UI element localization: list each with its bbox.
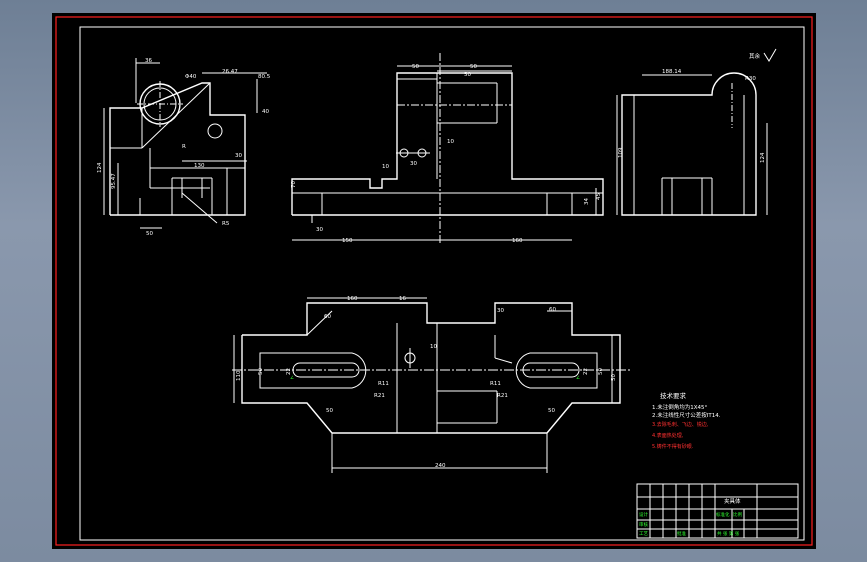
- front-dim-5: 40: [262, 109, 269, 115]
- top-dim-7: 70: [291, 181, 297, 188]
- drawing-canvas: 36 Φ40 26.47 80.5 40 R 30 130 124 95.47 …: [52, 13, 816, 549]
- plan-view: 160 16 60 30 60 10 110 50 22 R11 R21 R11…: [232, 296, 632, 473]
- title-cell-2: 审核: [639, 521, 648, 528]
- plan-green-mark-right: ∠: [576, 375, 580, 381]
- top-dim-10: 160: [512, 238, 523, 244]
- side-dim-3: 109: [618, 147, 624, 158]
- title-cell-3: 工艺: [639, 531, 648, 537]
- front-dim-2: Φ40: [185, 74, 197, 80]
- plan-dim-19: 240: [435, 463, 446, 469]
- front-dim-11: 50: [146, 231, 153, 237]
- plan-dim-11: R21: [374, 393, 385, 399]
- side-dim-2: R30: [745, 76, 756, 82]
- front-dim-9: 124: [97, 162, 103, 173]
- front-dim-12: R5: [222, 221, 230, 227]
- front-dim-6: R: [182, 144, 186, 150]
- top-dim-1: 50: [412, 64, 419, 70]
- front-dim-4: 80.5: [258, 74, 271, 80]
- title-cell-1: 设计: [639, 511, 648, 518]
- top-view: 50 50 50 10 30 10 70 30 150 160 34 45: [291, 53, 604, 244]
- top-dim-11: 34: [584, 198, 590, 205]
- front-view: 36 Φ40 26.47 80.5 40 R 30 130 124 95.47 …: [97, 58, 271, 237]
- plan-dim-12: R11: [490, 381, 501, 387]
- front-dim-7: 30: [235, 153, 242, 159]
- plan-green-mark-left: ∠: [290, 375, 294, 381]
- plan-dim-14: 50: [598, 368, 604, 375]
- front-dim-1: 36: [145, 58, 152, 64]
- notes-line-4: 4.表面热处理,: [652, 432, 684, 439]
- title-scale: 比例: [733, 511, 742, 518]
- top-dim-8: 30: [316, 227, 323, 233]
- notes-line-3: 3.去除毛刺、飞边、锐边,: [652, 421, 709, 428]
- top-dim-5: 30: [410, 161, 417, 167]
- title-cell-4: 批准: [677, 530, 686, 537]
- plan-dim-7: 110: [236, 370, 242, 381]
- front-dim-8: 130: [194, 163, 205, 169]
- plan-dim-2: 16: [399, 296, 406, 302]
- plan-dim-18: 50: [611, 374, 617, 381]
- plan-dim-1: 160: [347, 296, 358, 302]
- notes-line-2: 2.未注线性尺寸公差按IT14.: [652, 411, 721, 419]
- plan-dim-8: 50: [258, 368, 264, 375]
- side-dim-1: 188.14: [662, 69, 682, 75]
- plan-dim-9: 22: [286, 368, 292, 375]
- top-dim-2: 50: [470, 64, 477, 70]
- top-dim-3: 50: [464, 72, 471, 78]
- notes-line-1: 1.未注倒角均为1X45°: [652, 403, 708, 411]
- notes-title: 技术要求: [660, 391, 687, 400]
- side-dim-4: 124: [760, 152, 766, 163]
- engineering-drawing: 36 Φ40 26.47 80.5 40 R 30 130 124 95.47 …: [55, 16, 813, 546]
- plan-dim-5: 60: [549, 307, 556, 313]
- title-block: 夹具体 标准化 比例 共 张 第 张 设计 审核 工艺 批准: [636, 483, 799, 539]
- side-view: 188.14 R30 109 124 其余: [616, 48, 777, 216]
- notes-line-5: 5.铸件不得有砂眼.: [652, 443, 694, 450]
- plan-dim-4: 30: [497, 308, 504, 314]
- title-sheet: 共 张 第 张: [717, 530, 740, 537]
- plan-dim-6: 10: [430, 344, 437, 350]
- technical-notes: 技术要求 1.未注倒角均为1X45° 2.未注线性尺寸公差按IT14. 3.去除…: [652, 391, 721, 450]
- top-dim-4: 10: [382, 164, 389, 170]
- plan-dim-15: 22: [583, 368, 589, 375]
- plan-dim-17: 50: [548, 408, 555, 414]
- front-dim-10: 95.47: [111, 173, 117, 189]
- plan-dim-16: 50: [326, 408, 333, 414]
- top-dim-12: 45: [596, 193, 602, 200]
- roughness-note: 其余: [749, 52, 761, 60]
- plan-dim-10: R11: [378, 381, 389, 387]
- plan-dim-13: R21: [497, 393, 508, 399]
- front-dim-3: 26.47: [222, 69, 238, 75]
- top-dim-6: 10: [447, 139, 454, 145]
- drawing-frame: [79, 26, 805, 541]
- top-dim-9: 150: [342, 238, 353, 244]
- title-part-name: 夹具体: [724, 497, 741, 505]
- plan-dim-3: 60: [324, 314, 331, 320]
- red-border: [55, 16, 813, 546]
- title-standard: 标准化: [716, 511, 730, 518]
